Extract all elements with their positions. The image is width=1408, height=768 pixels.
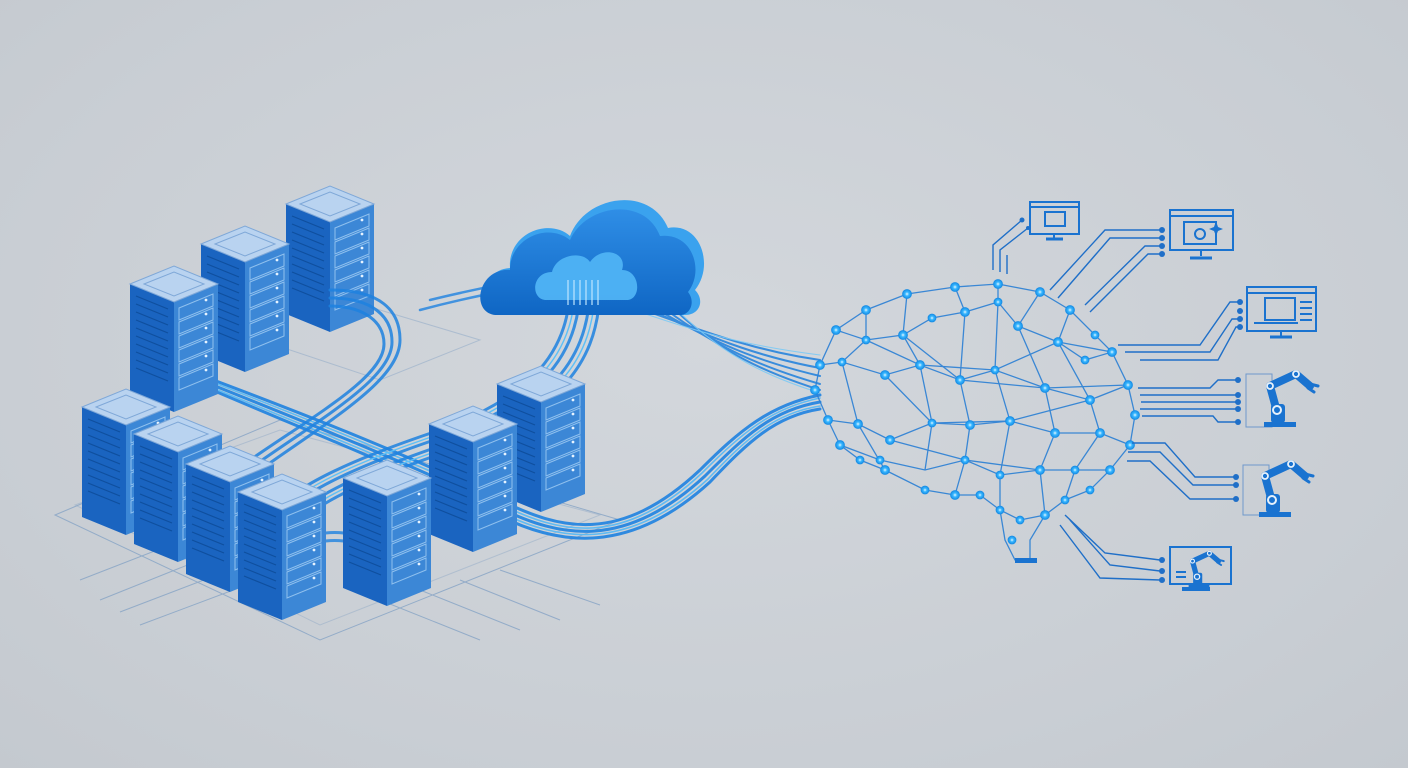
device-monitor-1 bbox=[1029, 201, 1080, 241]
device-robot-1 bbox=[1245, 371, 1318, 427]
monitor-robot-arm-icon bbox=[1169, 546, 1232, 591]
device-monitor-robot bbox=[1169, 546, 1232, 591]
monitor-camera-icon bbox=[1169, 209, 1234, 260]
server-rack-front-5 bbox=[342, 459, 432, 607]
device-monitor-3 bbox=[1246, 286, 1317, 339]
server-rack-mid-1 bbox=[129, 265, 219, 413]
server-rack-front-4 bbox=[237, 473, 327, 621]
cloud-icon bbox=[480, 200, 705, 315]
device-robot-2 bbox=[1242, 461, 1313, 517]
device-monitor-2 bbox=[1169, 209, 1234, 260]
device-connectors bbox=[992, 219, 1240, 581]
server-rack-right-2 bbox=[428, 405, 518, 553]
monitor-dashboard-icon bbox=[1246, 286, 1317, 339]
monitor-icon bbox=[1029, 201, 1080, 241]
robot-arm-icon bbox=[1259, 461, 1313, 517]
neural-network-brain-icon bbox=[810, 279, 1140, 563]
